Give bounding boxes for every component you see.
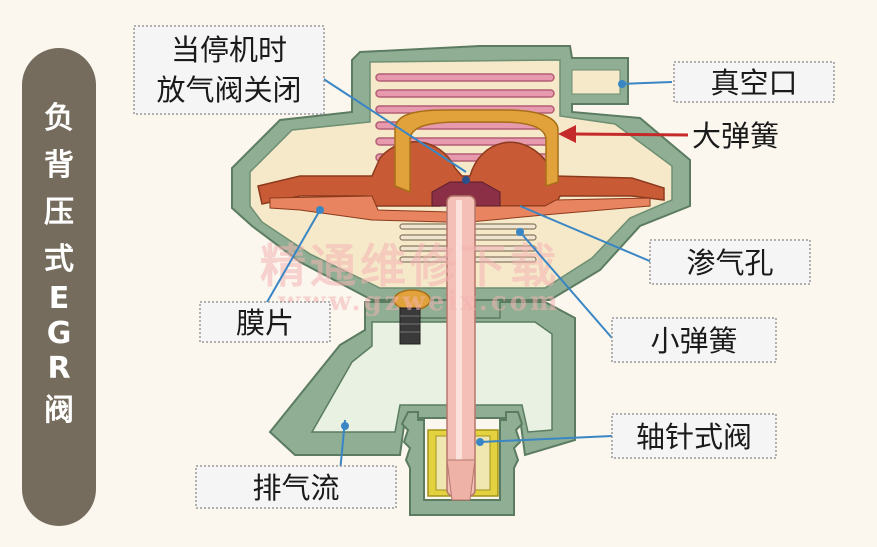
exhaust-body [268,281,576,457]
title-char: 阀 [44,393,74,428]
title-char: 背 [44,148,74,183]
leader-pintle-valve [479,435,613,443]
retainer-plate [394,109,559,194]
vacuum-port-channel [571,69,621,95]
label-box [611,317,777,363]
label-exhaust-flow: 排气流 [252,471,339,505]
title-char: 式 [44,242,74,277]
adjust-screw [393,289,431,345]
large-spring-coil [375,73,555,82]
pintle-highlight [456,200,462,490]
title-char: 压 [44,195,74,230]
title-char: E [49,281,70,316]
title-pill-background [22,48,96,526]
label-pintle-valve-box: 轴针式阀 [611,413,777,459]
leader-small-spring [519,231,613,339]
label-shutdown-box: 当停机时 放气阀关闭 [133,25,325,115]
leader-vacuum-port [619,81,673,85]
label-bleed-hole: 渗气孔 [686,246,773,280]
bleed-hole-marker [462,176,470,184]
label-large-spring: 大弹簧 [692,119,779,153]
title-char: 负 [44,101,74,136]
label-exhaust-flow-box: 排气流 [195,465,397,509]
pintle-tip [446,459,476,501]
large-spring-coil [375,89,555,98]
seat-housing [400,411,524,516]
large-spring-arrow [558,125,689,143]
red-arrow-shaft [571,132,689,137]
leader-dot [516,228,524,236]
label-small-spring: 小弹簧 [650,324,737,358]
label-box [133,25,325,115]
label-box [199,301,331,343]
pintle-stem [446,195,476,501]
title-char: G [47,316,72,351]
label-box [649,239,811,285]
screw-body [399,307,421,345]
label-shutdown-line2: 放气阀关闭 [156,73,301,107]
label-pintle-valve: 轴针式阀 [636,420,752,454]
valve-seat [400,411,524,516]
label-small-spring-box: 小弹簧 [611,317,777,363]
red-arrow-head [558,125,576,143]
label-diaphragm: 膜片 [236,306,294,340]
leader-dot [316,206,324,214]
leader-dots [316,80,626,446]
label-box [611,413,777,459]
label-box [195,465,397,509]
leader-bleed-hole [519,205,653,263]
leader-dot [618,80,626,88]
label-shutdown-line1: 当停机时 [171,33,287,67]
label-vacuum-port-box: 真空口 [673,61,835,103]
label-vacuum-port: 真空口 [710,66,797,100]
label-large-spring-text: 大弹簧 [692,119,779,153]
leader-diaphragm [265,209,321,305]
leader-shutdown [321,77,467,173]
title-char: R [47,351,70,386]
leader-dot [476,438,484,446]
title-pill: 负 背 压 式 E G R 阀 [22,48,96,526]
watermark-cn: 精通维修下载 [260,239,560,293]
leader-dot [341,422,349,430]
label-bleed-hole-box: 渗气孔 [649,239,811,285]
label-diaphragm-box: 膜片 [199,301,331,343]
label-box [673,61,835,103]
